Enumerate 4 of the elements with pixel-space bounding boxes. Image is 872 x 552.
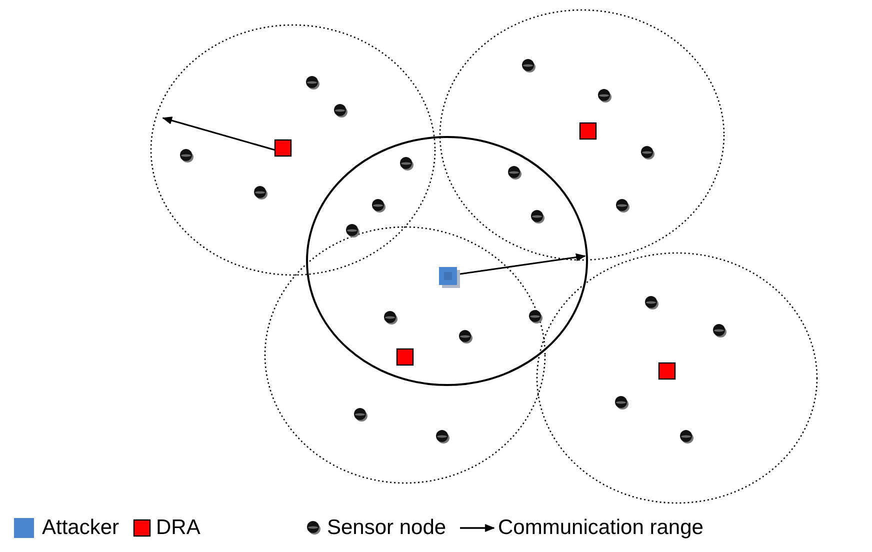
legend-label: Attacker [42,516,120,540]
legend-label: Sensor node [327,516,446,540]
legend-label: Communication range [498,516,704,540]
legend-label: DRA [156,516,200,540]
